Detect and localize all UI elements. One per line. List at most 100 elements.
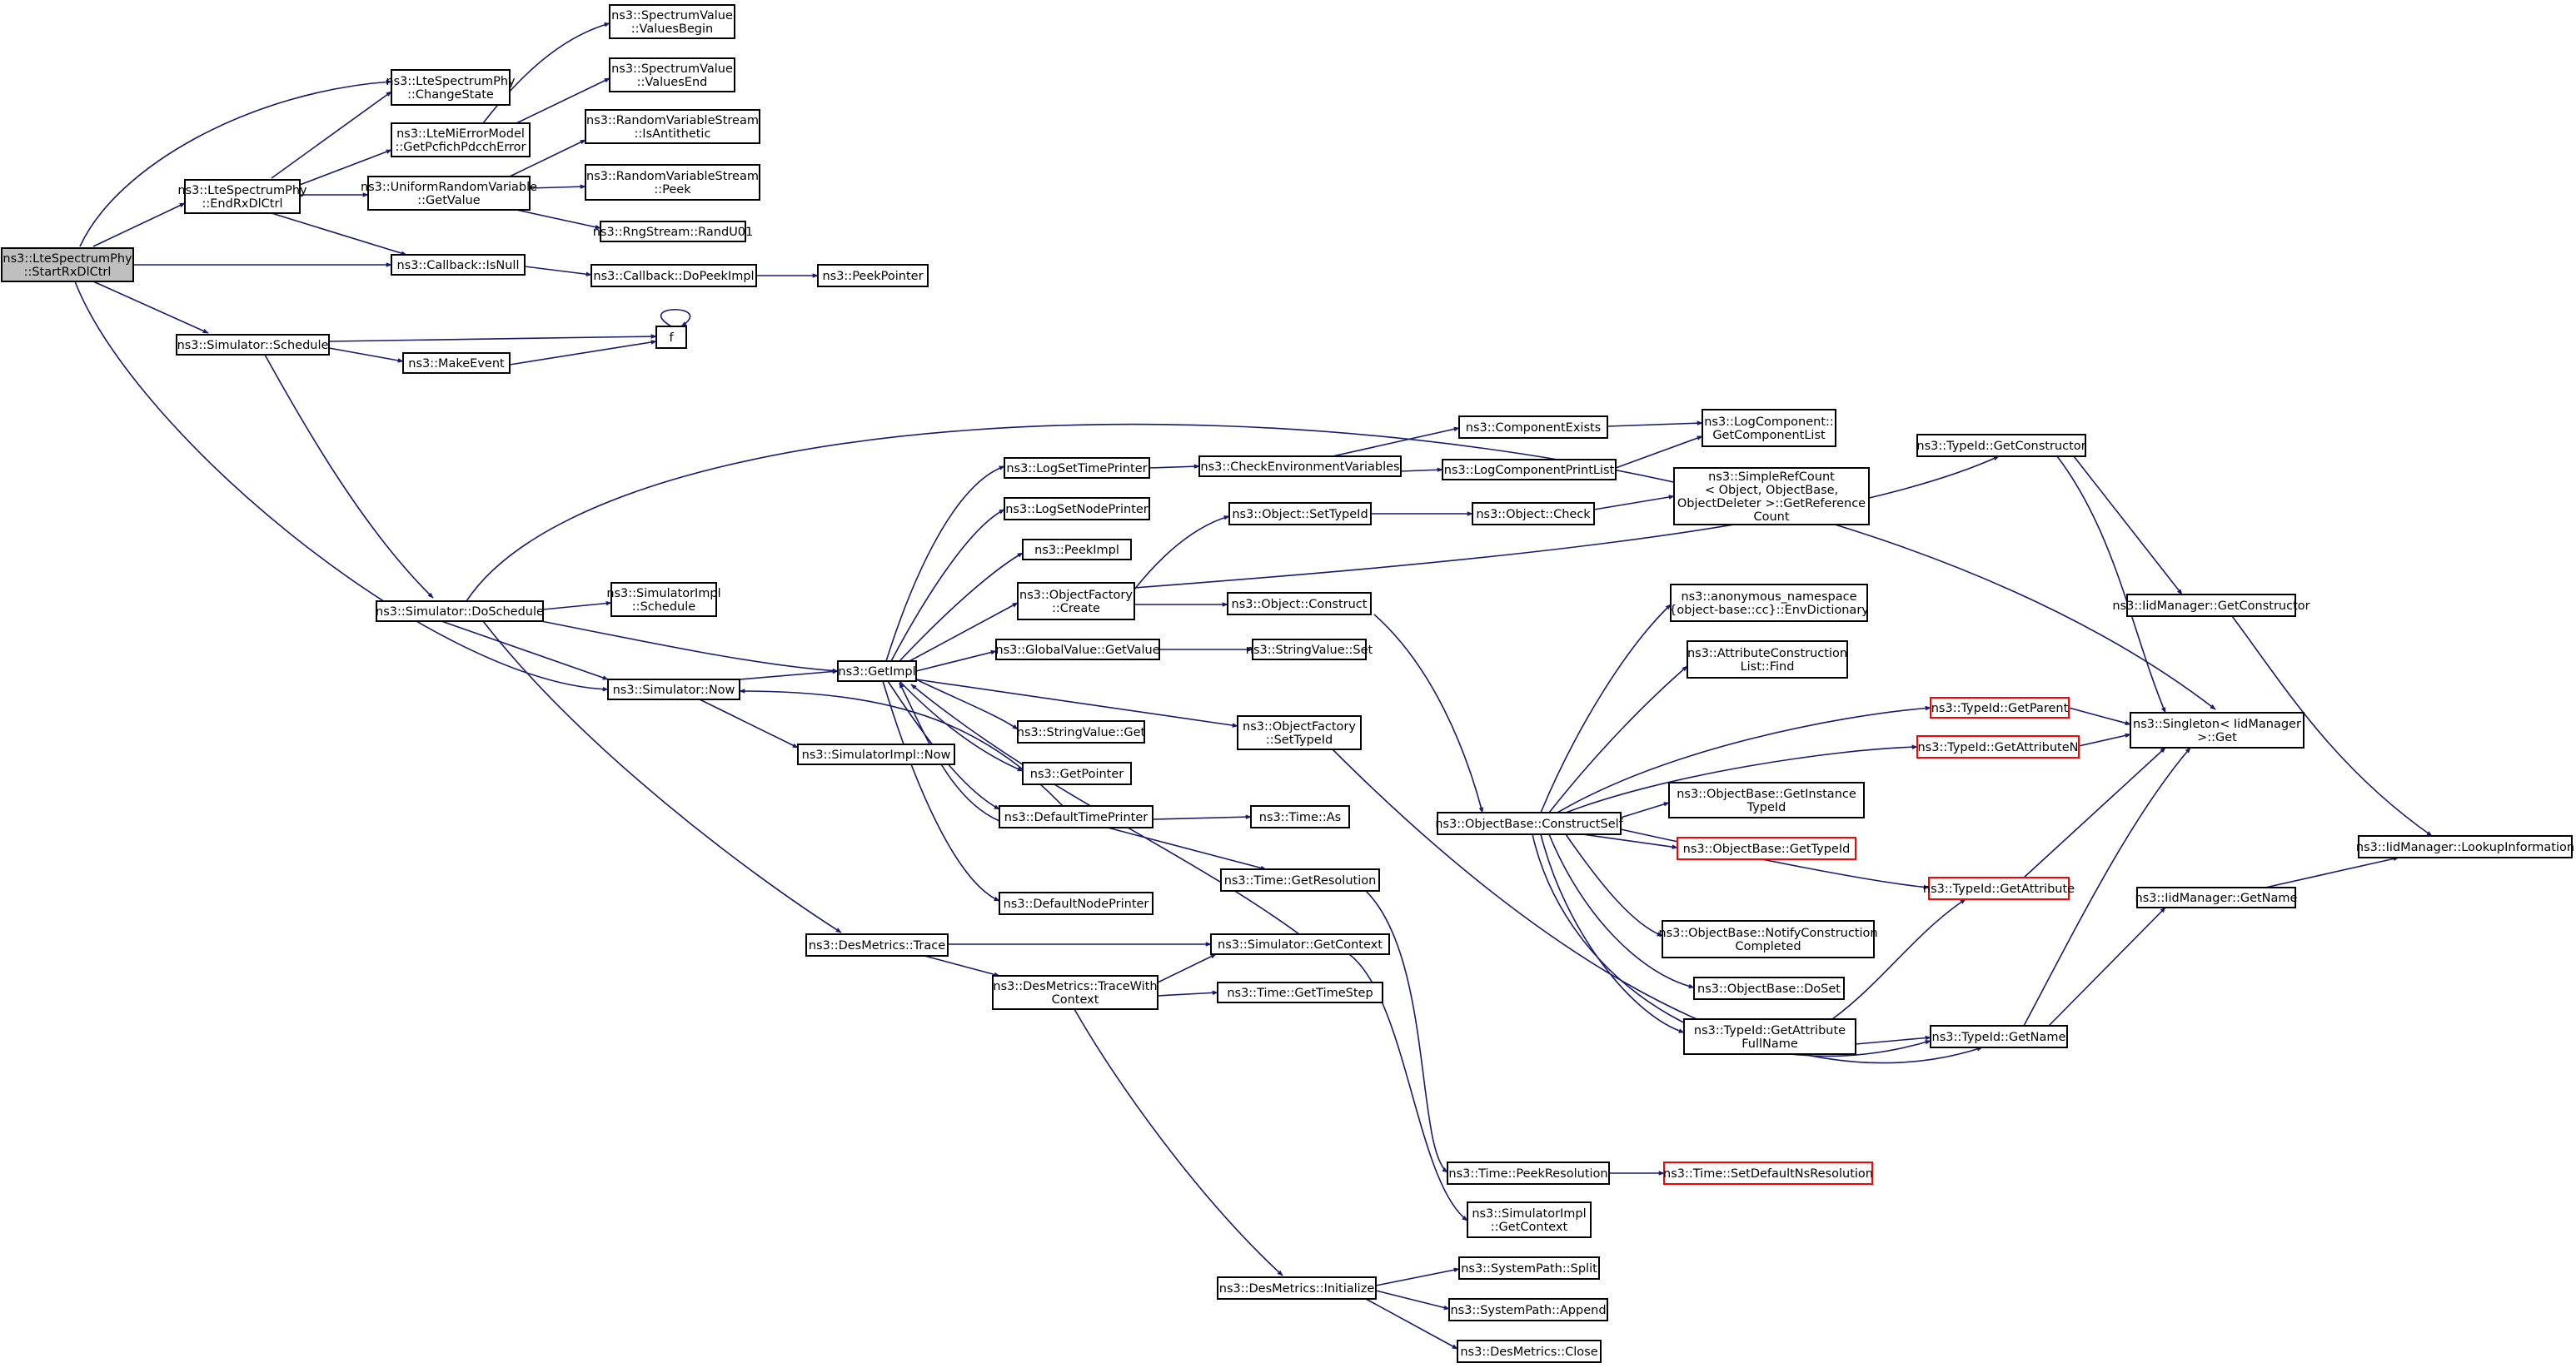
- node-valbegin[interactable]: ns3::SpectrumValue::ValuesBegin: [609, 4, 735, 39]
- call-edge-to-ofcreate: [909, 602, 1019, 662]
- node-ofsettypeid[interactable]: ns3::ObjectFactory::SetTypeId: [1237, 715, 1362, 750]
- node-implctx[interactable]: ns3::SimulatorImpl::GetContext: [1467, 1201, 1592, 1238]
- node-endrx[interactable]: ns3::LteSpectrumPhy::EndRxDlCtrl: [177, 179, 307, 214]
- node-gettimestep[interactable]: ns3::Time::GetTimeStep: [1217, 982, 1383, 1003]
- node-iidname[interactable]: ns3::IidManager::GetName: [2135, 887, 2298, 908]
- node-lookup[interactable]: ns3::IidManager::LookupInformation: [2356, 835, 2574, 858]
- node-urvget[interactable]: ns3::UniformRandomVariable::GetValue: [361, 176, 537, 211]
- node-getparent[interactable]: ns3::TypeId::GetParent: [1930, 697, 2070, 719]
- node-close[interactable]: ns3::DesMetrics::Close: [1457, 1340, 1602, 1363]
- call-edge-to-doset: [1548, 833, 1695, 989]
- node-defnode[interactable]: ns3::DefaultNodePrinter: [999, 892, 1153, 915]
- node-setypeid[interactable]: ns3::Object::SetTypeId: [1228, 502, 1372, 525]
- call-edge-to-setypeid: [1134, 515, 1230, 590]
- node-f[interactable]: f: [655, 326, 687, 349]
- node-obgettid[interactable]: ns3::ObjectBase::GetTypeId: [1677, 837, 1856, 860]
- call-edge-to-getctor: [1134, 455, 2000, 589]
- call-edge-to-gvget: [915, 649, 997, 672]
- call-edge-to-iidctor: [2073, 455, 2183, 595]
- node-iidctor[interactable]: ns3::IidManager::GetConstructor: [2112, 594, 2310, 617]
- node-label: ns3::AttributeConstruction: [1687, 647, 1847, 660]
- call-edge-to-changestate: [79, 79, 392, 247]
- node-append[interactable]: ns3::SystemPath::Append: [1448, 1298, 1608, 1321]
- node-makeevent[interactable]: ns3::MakeEvent: [402, 352, 511, 374]
- node-checkenv[interactable]: ns3::CheckEnvironmentVariables: [1198, 455, 1402, 477]
- node-construct[interactable]: ns3::Object::Construct: [1227, 592, 1372, 615]
- node-label: ::StartRxDlCtrl: [24, 266, 112, 279]
- node-refcount[interactable]: ns3::SimpleRefCount< Object, ObjectBase,…: [1673, 467, 1870, 525]
- node-label: ns3::Callback::IsNull: [397, 259, 520, 272]
- node-logsetnode[interactable]: ns3::LogSetNodePrinter: [1004, 497, 1150, 520]
- call-edge-to-trace: [482, 620, 842, 933]
- node-rvspeek[interactable]: ns3::RandomVariableStream::Peek: [585, 164, 760, 201]
- node-dopeek[interactable]: ns3::Callback::DoPeekImpl: [590, 264, 757, 287]
- call-edge-to-lookup: [2231, 615, 2433, 837]
- node-isanti[interactable]: ns3::RandomVariableStream::IsAntithetic: [585, 109, 760, 144]
- node-label: ns3::ObjectBase::GetInstance: [1677, 788, 1856, 801]
- node-doset[interactable]: ns3::ObjectBase::DoSet: [1693, 977, 1845, 1000]
- node-doschedule[interactable]: ns3::Simulator::DoSchedule: [376, 600, 544, 622]
- node-getcomplist[interactable]: ns3::LogComponent::GetComponentList: [1702, 409, 1836, 447]
- node-logprint[interactable]: ns3::LogComponentPrintList: [1442, 459, 1617, 480]
- node-peekimpl[interactable]: ns3::PeekImpl: [1022, 539, 1132, 560]
- node-label: List::Find: [1741, 660, 1795, 674]
- node-isnull[interactable]: ns3::Callback::IsNull: [391, 254, 526, 276]
- node-randu01[interactable]: ns3::RngStream::RandU01: [593, 221, 754, 242]
- node-gvget[interactable]: ns3::GlobalValue::GetValue: [995, 639, 1160, 660]
- node-getattrn[interactable]: ns3::TypeId::GetAttributeN: [1916, 735, 2080, 759]
- node-label: ns3::anonymous_namespace: [1681, 590, 1856, 604]
- node-label: ns3::LteMiErrorModel: [396, 127, 525, 141]
- node-schedule[interactable]: ns3::Simulator::Schedule: [176, 334, 330, 356]
- call-edge-to-split: [1375, 1267, 1460, 1286]
- node-label: f: [669, 331, 674, 345]
- node-trace[interactable]: ns3::DesMetrics::Trace: [805, 933, 949, 957]
- node-now[interactable]: ns3::Simulator::Now: [607, 679, 740, 700]
- node-getname[interactable]: ns3::TypeId::GetName: [1930, 1025, 2068, 1048]
- node-singleton[interactable]: ns3::Singleton< IidManager>::Get: [2130, 712, 2304, 749]
- node-label: ns3::IidManager::GetName: [2135, 892, 2298, 905]
- call-edge-to-changestate: [271, 91, 392, 179]
- node-getpcfich[interactable]: ns3::LteMiErrorModel::GetPcfichPdcchErro…: [391, 122, 531, 157]
- node-logsettime[interactable]: ns3::LogSetTimePrinter: [1004, 457, 1150, 479]
- node-label: ns3::TypeId::GetAttributeN: [1917, 741, 2078, 754]
- node-svget[interactable]: ns3::StringValue::Get: [1017, 720, 1146, 744]
- node-valend[interactable]: ns3::SpectrumValue::ValuesEnd: [609, 57, 735, 92]
- node-compexists[interactable]: ns3::ComponentExists: [1458, 415, 1608, 439]
- node-getcontext[interactable]: ns3::Simulator::GetContext: [1210, 933, 1390, 955]
- node-setdefres[interactable]: ns3::Time::SetDefaultNsResolution: [1663, 1162, 1873, 1185]
- node-svset[interactable]: ns3::StringValue::Set: [1246, 639, 1373, 660]
- node-implnow[interactable]: ns3::SimulatorImpl::Now: [797, 744, 955, 765]
- node-objcheck[interactable]: ns3::Object::Check: [1472, 502, 1595, 525]
- node-deftime[interactable]: ns3::DefaultTimePrinter: [999, 805, 1153, 828]
- node-getimpl[interactable]: ns3::GetImpl: [837, 660, 917, 682]
- node-implschedule[interactable]: ns3::SimulatorImpl::Schedule: [606, 582, 721, 617]
- node-label: ns3::RngStream::RandU01: [593, 226, 754, 239]
- node-getpointer[interactable]: ns3::GetPointer: [1022, 762, 1132, 785]
- node-timeas[interactable]: ns3::Time::As: [1250, 805, 1350, 828]
- call-edge-to-getattr: [1620, 828, 1930, 890]
- node-label: ns3::IidManager::LookupInformation: [2356, 841, 2574, 854]
- node-ofcreate[interactable]: ns3::ObjectFactory::Create: [1017, 582, 1135, 620]
- node-getctor[interactable]: ns3::TypeId::GetConstructor: [1916, 434, 2086, 457]
- node-split[interactable]: ns3::SystemPath::Split: [1458, 1256, 1600, 1280]
- node-label: ns3::ObjectFactory: [1243, 720, 1356, 734]
- node-getattr[interactable]: ns3::TypeId::GetAttribute: [1923, 877, 2075, 900]
- node-label: ns3::SimulatorImpl: [606, 587, 720, 600]
- call-edge-to-getattrfull: [1540, 833, 1685, 1033]
- node-getres[interactable]: ns3::Time::GetResolution: [1220, 868, 1380, 892]
- node-changestate[interactable]: ns3::LteSpectrumPhy::ChangeState: [386, 69, 516, 106]
- node-label: ns3::TypeId::GetAttribute: [1923, 883, 2075, 896]
- node-label: Count: [1753, 510, 1789, 524]
- node-envdict[interactable]: ns3::anonymous_namespace{object-base::cc…: [1669, 584, 1869, 622]
- node-peekres[interactable]: ns3::Time::PeekResolution: [1447, 1162, 1610, 1185]
- node-peekptr[interactable]: ns3::PeekPointer: [817, 264, 929, 287]
- node-constructself[interactable]: ns3::ObjectBase::ConstructSelf: [1435, 812, 1624, 835]
- node-initialize[interactable]: ns3::DesMetrics::Initialize: [1217, 1276, 1377, 1300]
- node-label: Context: [1052, 993, 1099, 1007]
- node-root[interactable]: ns3::LteSpectrumPhy::StartRxDlCtrl: [1, 247, 134, 282]
- node-notify[interactable]: ns3::ObjectBase::NotifyConstructionCompl…: [1658, 920, 1878, 958]
